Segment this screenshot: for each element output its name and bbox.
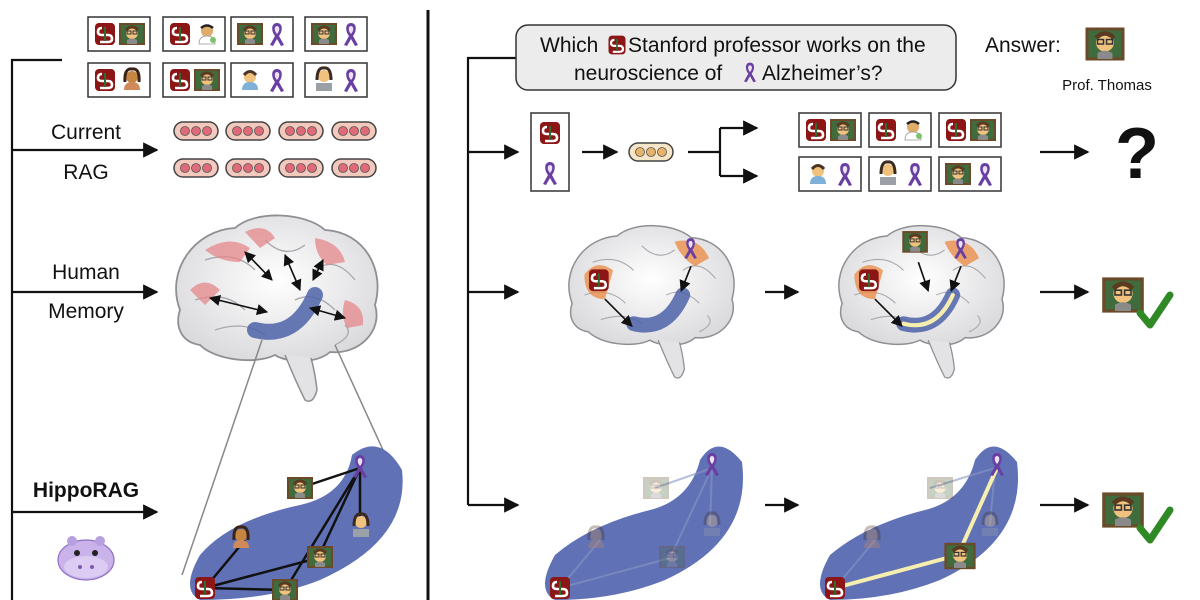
hippo-icon [57,535,115,581]
card-stanford-prof2 [162,62,226,98]
card-person-ribbon [230,62,294,98]
card-stanford-scientist [162,16,226,52]
answer-name: Prof. Thomas [1062,77,1152,94]
check-icon [1140,295,1170,325]
right-bracket [466,56,520,513]
left-bracket [10,58,159,600]
passage-cards-left [87,16,368,98]
label-rag: RAG [63,161,109,184]
question-alzheimers: Alzheimer’s? [762,62,883,85]
brain-icon [568,224,735,379]
card-stanford-person [87,62,151,98]
brain-icon [838,224,1005,379]
label-memory: Memory [48,300,124,323]
rag-row: ? [530,112,1159,194]
brain-icon [175,214,379,403]
card-prof-ribbon [304,16,368,52]
embedding-pills [173,121,377,178]
human-memory-row [568,224,1170,379]
label-current: Current [51,121,121,144]
card-laptop-ribbon [304,62,368,98]
question-neuroscience: neuroscience of [574,62,722,85]
check-icon [1140,510,1170,540]
answer-label: Answer: [985,34,1061,57]
question-box: Which Stanford professor works on the ne… [515,24,957,91]
stanford-logo-icon [193,575,217,600]
card-stanford-prof [87,16,151,52]
graph-initial [545,446,744,600]
unknown-answer: ? [1115,114,1159,194]
professor-icon [1087,29,1123,59]
question-which: Which [540,34,598,57]
hipporag-row [545,446,1170,600]
card-doctor-ribbon [230,16,294,52]
question-stanford: Stanford professor works on the [628,34,926,57]
graph-path [820,446,1019,600]
knowledge-graph-left [190,446,403,600]
label-human: Human [52,261,120,284]
label-hipporag: HippoRAG [33,479,139,502]
